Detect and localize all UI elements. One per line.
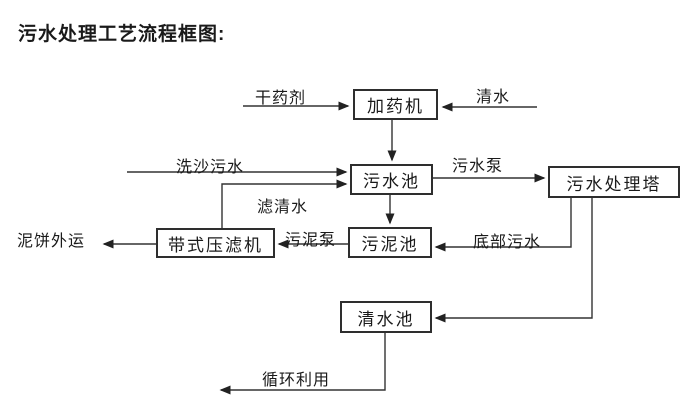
edge-label-sewage-pump: 污水泵 — [452, 158, 504, 175]
node-dosing-machine: 加药机 — [353, 89, 438, 120]
node-sewage-treatment-tower: 污水处理塔 — [548, 166, 680, 198]
edge-label-filtered-water: 滤清水 — [257, 199, 309, 216]
page-title: 污水处理工艺流程框图: — [18, 24, 226, 45]
edge-label-sludge-pump: 污泥泵 — [285, 232, 337, 249]
edge-label-dry-agent: 干药剂 — [255, 90, 307, 107]
edge-label-sand-washing-sewage: 洗沙污水 — [176, 159, 245, 176]
arrow-filtered-water-press-to-sewage-pool — [221, 179, 348, 228]
edge-label-bottom-sewage: 底部污水 — [473, 234, 542, 251]
arrow-tower-bottom-sewage-to-sludge-pool — [434, 198, 572, 252]
node-clear-water-pool: 清水池 — [340, 301, 432, 333]
node-sewage-pool: 污水池 — [350, 164, 433, 195]
arrow-tower-to-clear-water-pool — [434, 198, 593, 323]
node-belt-filter-press: 带式压滤机 — [156, 228, 275, 258]
node-sludge-pool: 污泥池 — [348, 227, 432, 258]
edge-label-clear-water: 清水 — [476, 89, 511, 106]
arrow-clear-water-pool-to-recycle — [219, 333, 386, 395]
edge-label-recycle-use: 循环利用 — [262, 372, 331, 389]
edge-label-mud-cake-out: 泥饼外运 — [17, 233, 86, 250]
